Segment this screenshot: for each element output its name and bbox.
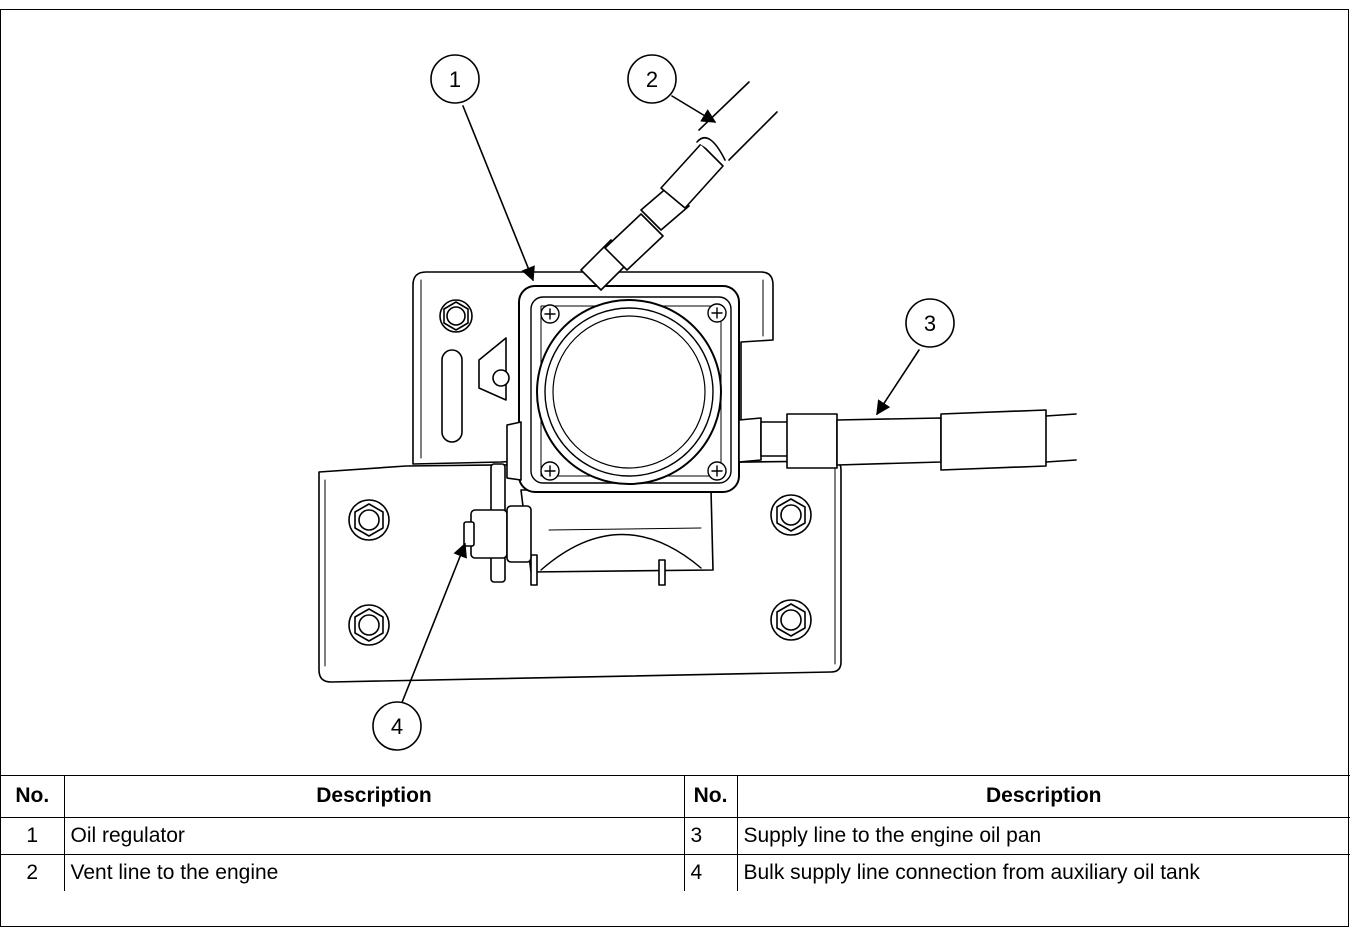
row-number: 3 xyxy=(683,816,738,855)
callout-2: 2 xyxy=(627,54,677,104)
bolt-left-mid xyxy=(348,499,390,541)
legend-table: No. Description No. Description 1 Oil re… xyxy=(1,776,1350,891)
row-description: Oil regulator xyxy=(63,816,685,855)
bolt-left-low xyxy=(348,604,390,646)
row-description: Vent line to the engine xyxy=(63,853,685,891)
table-row: 2 Vent line to the engine 4 Bulk supply … xyxy=(1,853,1350,891)
row-number: 1 xyxy=(1,816,65,855)
figure-frame: 1 2 3 4 No. Description No. xyxy=(0,9,1350,927)
bolt-top-left xyxy=(439,299,473,333)
table-row: 1 Oil regulator 3 Supply line to the eng… xyxy=(1,816,1350,855)
corner-screws xyxy=(540,303,727,481)
technical-illustration: 1 2 3 4 xyxy=(1,10,1350,776)
callout-3: 3 xyxy=(905,298,955,348)
row-description: Bulk supply line connection from auxilia… xyxy=(736,853,1350,891)
callout-4: 4 xyxy=(372,701,422,751)
header-description-left: Description xyxy=(63,776,685,818)
callout-1: 1 xyxy=(430,54,480,104)
callout-1-label: 1 xyxy=(449,67,461,92)
leader-4 xyxy=(398,542,467,711)
bracket-slot xyxy=(441,349,463,443)
header-no-right: No. xyxy=(683,776,738,818)
vent-line xyxy=(580,81,778,291)
supply-line xyxy=(760,409,1077,471)
bulk-supply-fitting xyxy=(463,463,532,583)
legend-header-row: No. Description No. Description xyxy=(1,776,1350,818)
bolt-right-low xyxy=(770,599,812,641)
callout-2-label: 2 xyxy=(646,67,658,92)
header-description-right: Description xyxy=(736,776,1350,818)
regulator-base xyxy=(520,489,714,573)
leader-1 xyxy=(462,105,535,282)
leader-2 xyxy=(671,95,717,123)
header-no-left: No. xyxy=(1,776,65,818)
row-number: 4 xyxy=(683,853,738,891)
oil-regulator-drawing: 1 2 3 4 xyxy=(318,54,1077,751)
callout-3-label: 3 xyxy=(924,311,936,336)
row-description: Supply line to the engine oil pan xyxy=(736,816,1350,855)
row-number: 2 xyxy=(1,853,65,891)
bolt-right-mid xyxy=(770,494,812,536)
leader-3 xyxy=(876,349,920,416)
callout-4-label: 4 xyxy=(391,714,403,739)
